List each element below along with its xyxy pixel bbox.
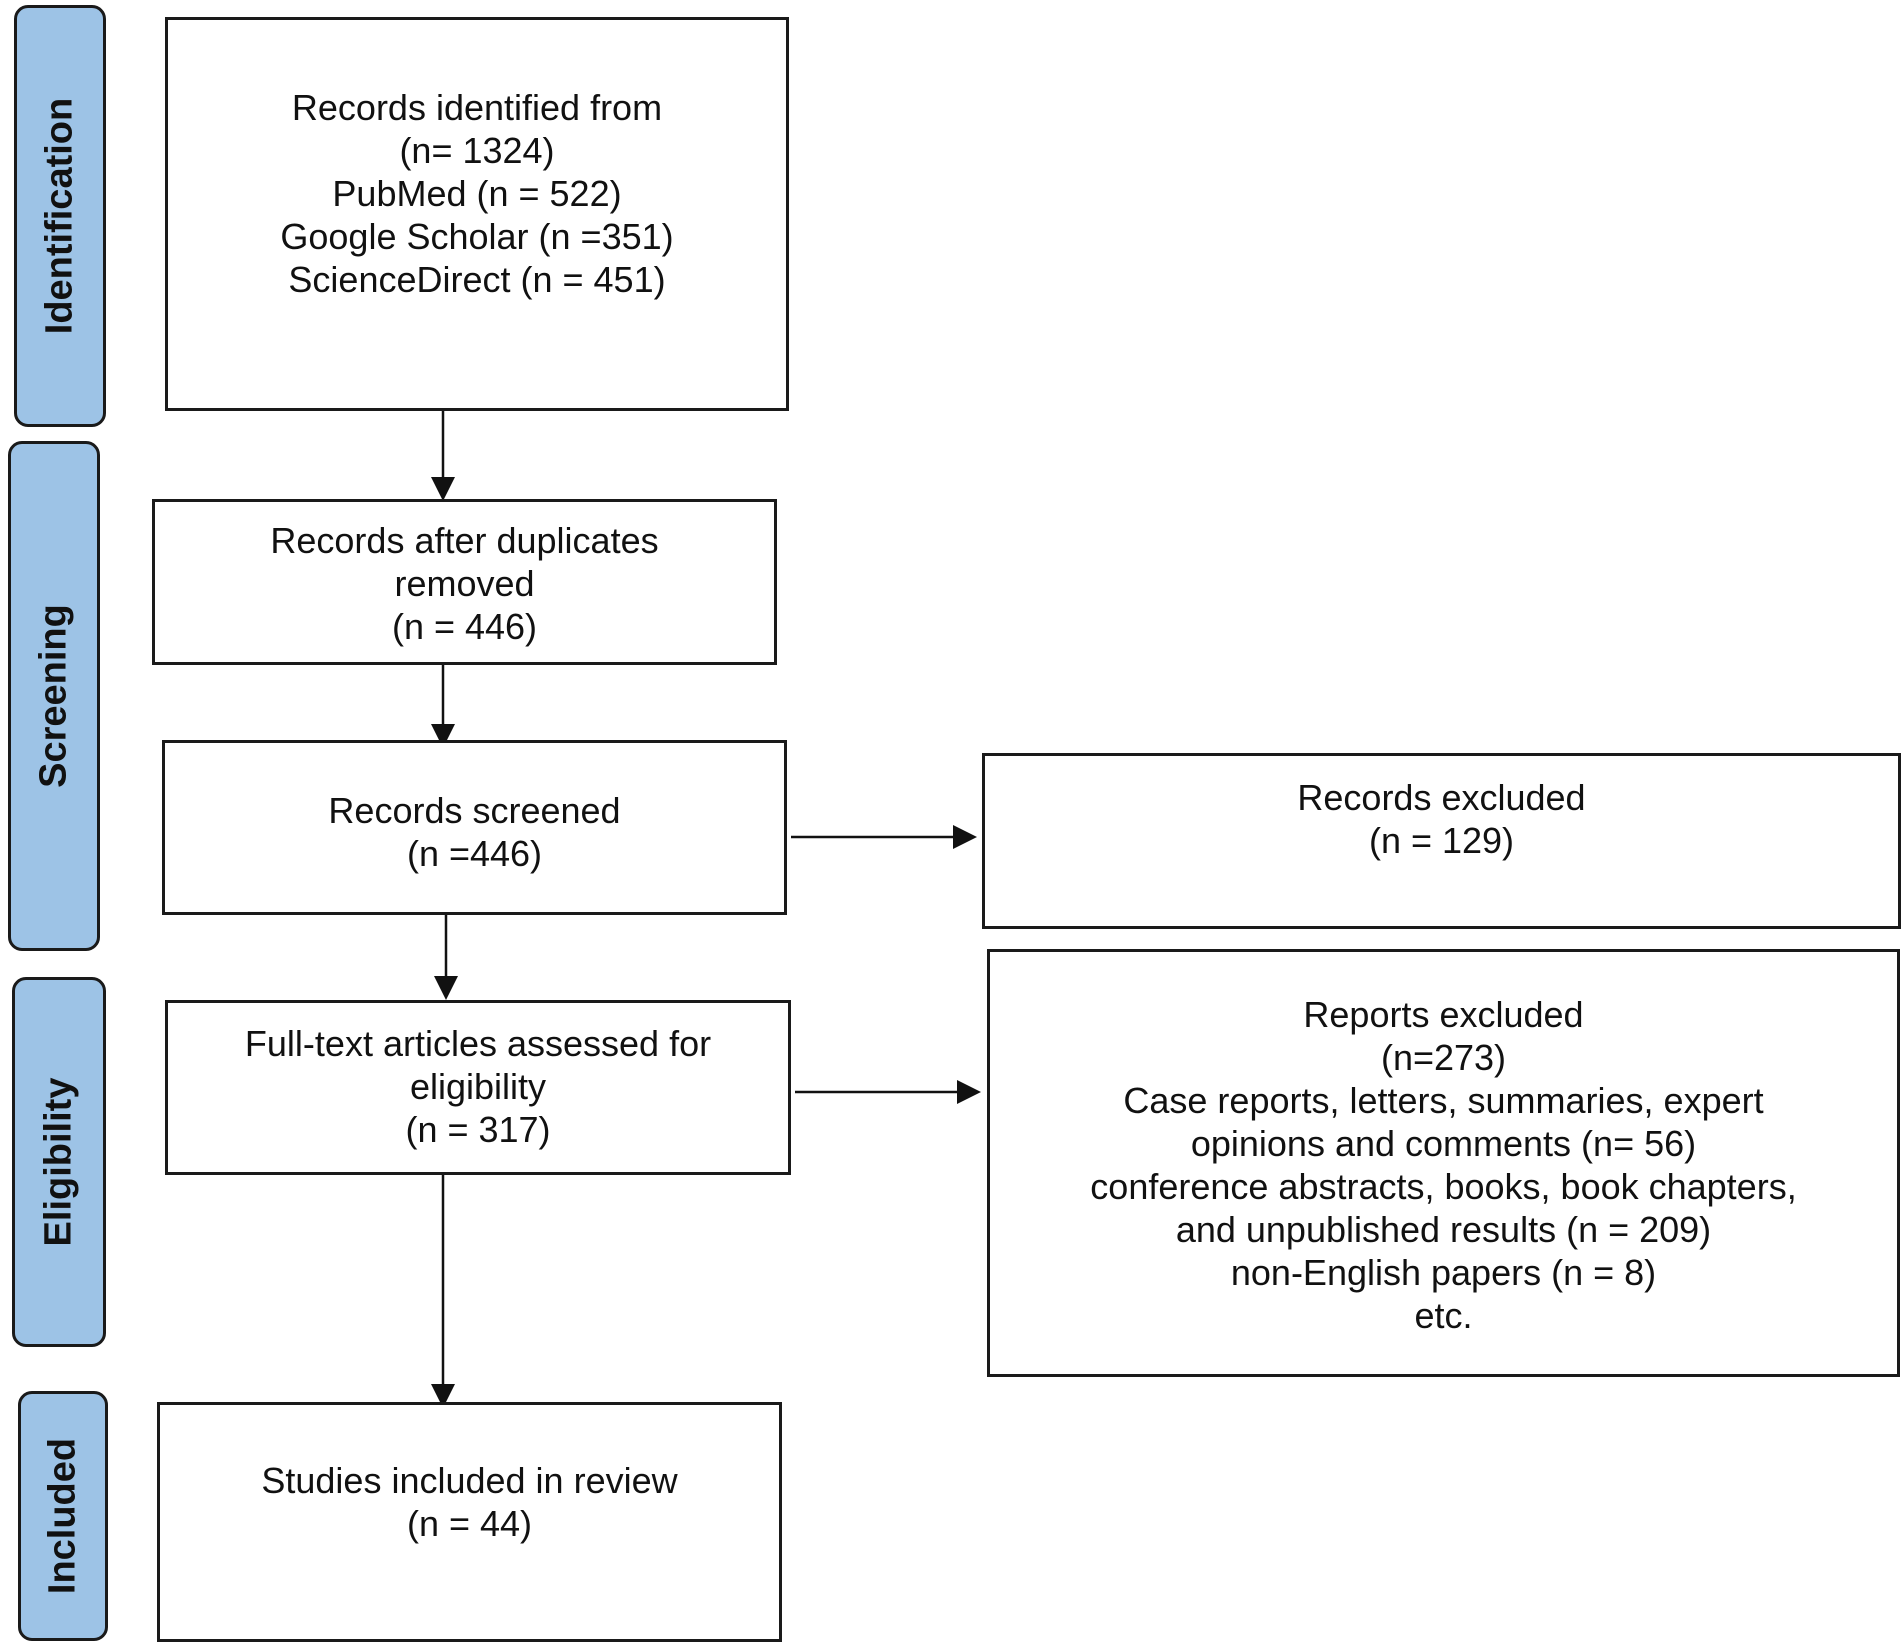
records-excluded-box: Records excluded (n = 129) — [982, 753, 1901, 929]
reports-excluded-reason-2b: and unpublished results (n = 209) — [1175, 1209, 1712, 1250]
reports-excluded-etc: etc. — [1414, 1295, 1473, 1336]
reports-excluded-box: Reports excluded (n=273) Case reports, l… — [987, 949, 1900, 1377]
arrowhead-fulltext — [434, 976, 458, 1000]
studies-included-title: Studies included in review — [261, 1460, 678, 1501]
duplicates-removed-box: Records after duplicates removed (n = 44… — [152, 499, 777, 665]
arrowhead-records-excluded — [953, 825, 977, 849]
fulltext-assessed-box: Full-text articles assessed for eligibil… — [165, 1000, 791, 1175]
studies-included-box: Studies included in review (n = 44) — [157, 1402, 782, 1642]
reports-excluded-count: (n=273) — [1380, 1037, 1507, 1078]
stage-label-eligibility: Eligibility — [37, 1077, 80, 1247]
records-identified-total: (n= 1324) — [399, 130, 555, 171]
records-excluded-title: Records excluded — [1297, 777, 1586, 818]
reports-excluded-reason-2a: conference abstracts, books, book chapte… — [1090, 1166, 1797, 1207]
arrowhead-duplicates — [431, 477, 455, 501]
stage-tab-screening: Screening — [8, 441, 100, 951]
duplicates-removed-count: (n = 446) — [391, 606, 538, 647]
records-identified-pubmed: PubMed (n = 522) — [332, 173, 622, 214]
reports-excluded-title: Reports excluded — [1303, 994, 1584, 1035]
duplicates-removed-line-2: removed — [394, 563, 535, 604]
stage-tab-included: Included — [18, 1391, 108, 1641]
reports-excluded-reason-1b: opinions and comments (n= 56) — [1190, 1123, 1697, 1164]
records-screened-count: (n =446) — [406, 833, 543, 874]
fulltext-assessed-count: (n = 317) — [405, 1109, 551, 1150]
duplicates-removed-line-1: Records after duplicates — [270, 520, 659, 561]
stage-tab-eligibility: Eligibility — [12, 977, 106, 1347]
records-identified-sciencedirect: ScienceDirect (n = 451) — [288, 259, 666, 300]
records-identified-title: Records identified from — [291, 87, 663, 128]
records-identified-google-scholar: Google Scholar (n =351) — [280, 216, 674, 257]
stage-tab-identification: Identification — [14, 5, 106, 427]
stage-label-included: Included — [41, 1437, 84, 1595]
fulltext-assessed-line-2: eligibility — [409, 1066, 547, 1107]
stage-label-screening: Screening — [32, 604, 75, 788]
records-screened-title: Records screened — [328, 790, 621, 831]
reports-excluded-reason-1a: Case reports, letters, summaries, expert — [1123, 1080, 1764, 1121]
stage-label-identification: Identification — [38, 97, 81, 335]
arrowhead-reports-excluded — [957, 1080, 981, 1104]
studies-included-count: (n = 44) — [406, 1503, 533, 1544]
records-screened-box: Records screened (n =446) — [162, 740, 787, 915]
reports-excluded-reason-3: non-English papers (n = 8) — [1230, 1252, 1657, 1293]
records-excluded-count: (n = 129) — [1368, 820, 1515, 861]
fulltext-assessed-line-1: Full-text articles assessed for — [244, 1023, 712, 1064]
records-identified-box: Records identified from (n= 1324) PubMed… — [165, 17, 789, 411]
